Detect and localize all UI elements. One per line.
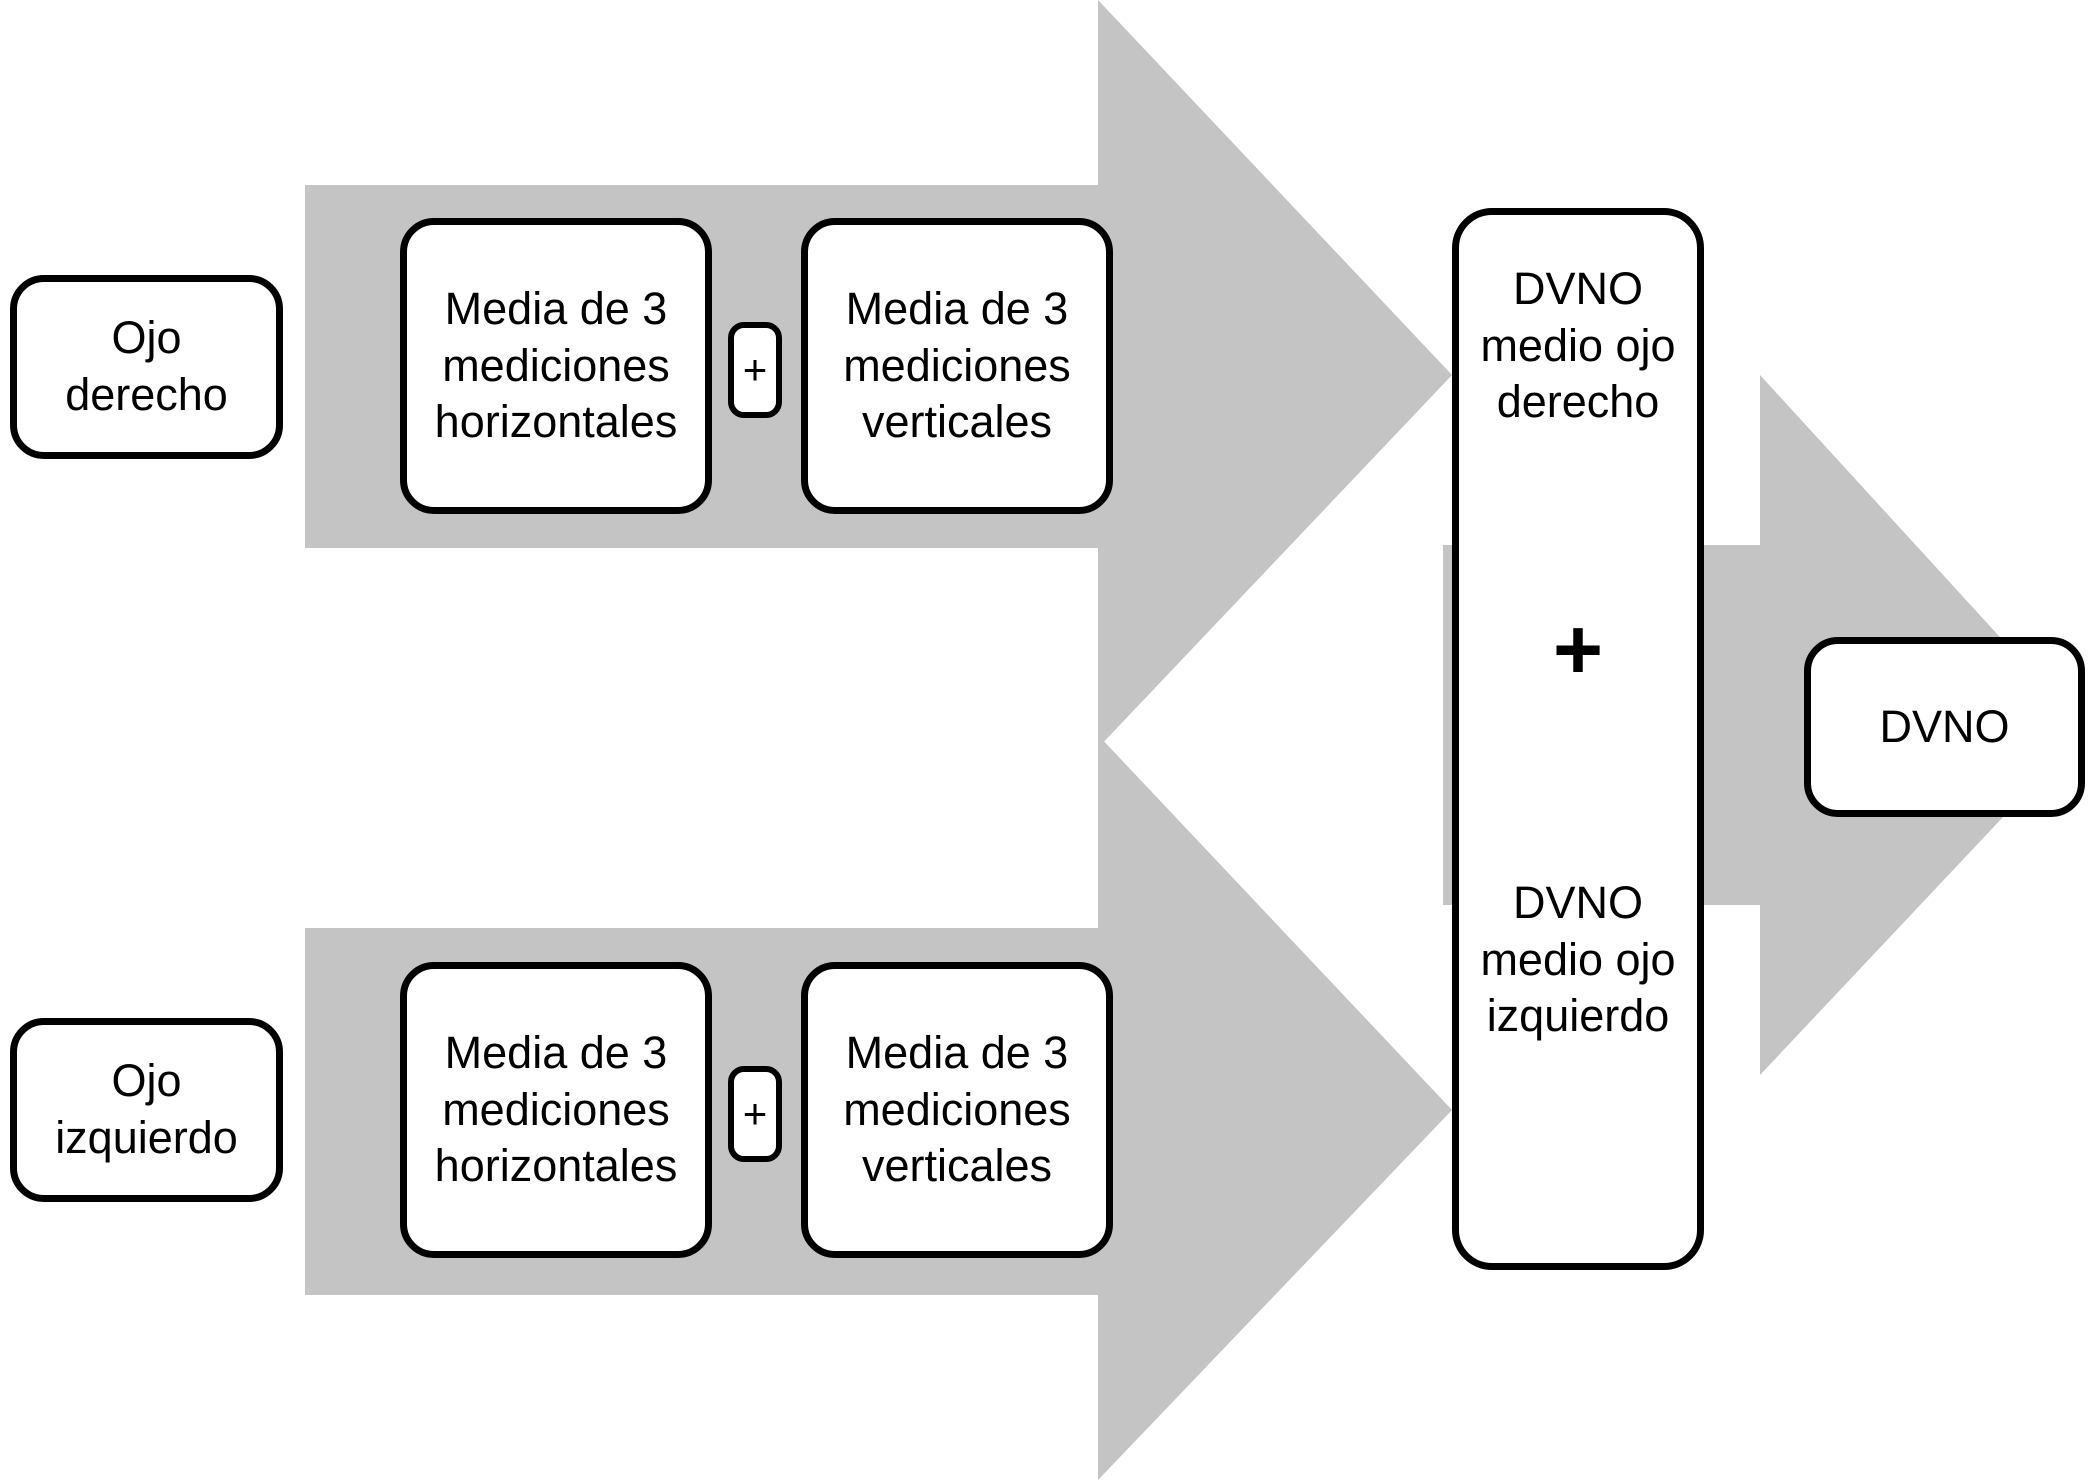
node-dvno-final[interactable]: DVNO	[1804, 637, 2085, 817]
dvno-mean-left-eye-label: DVNO medio ojo izquierdo	[1480, 877, 1676, 1042]
plus-operator-both-eyes: +	[1552, 602, 1604, 699]
node-dvno-mean-column[interactable]: DVNO medio ojo derecho + DVNO medio ojo …	[1452, 208, 1704, 1270]
dvno-mean-right-eye-label: DVNO medio ojo derecho	[1480, 263, 1676, 428]
node-vertical-measurements-right-eye[interactable]: Media de 3 mediciones verticales	[801, 218, 1113, 514]
node-vertical-measurements-left-eye[interactable]: Media de 3 mediciones verticales	[801, 962, 1113, 1258]
node-eye-right[interactable]: Ojo derecho	[10, 275, 283, 459]
plus-operator-left-eye: +	[728, 1066, 782, 1162]
node-horizontal-measurements-right-eye[interactable]: Media de 3 mediciones horizontales	[400, 218, 712, 514]
node-eye-left[interactable]: Ojo izquierdo	[10, 1018, 283, 1202]
node-horizontal-measurements-left-eye[interactable]: Media de 3 mediciones horizontales	[400, 962, 712, 1258]
plus-operator-right-eye: +	[728, 322, 782, 418]
